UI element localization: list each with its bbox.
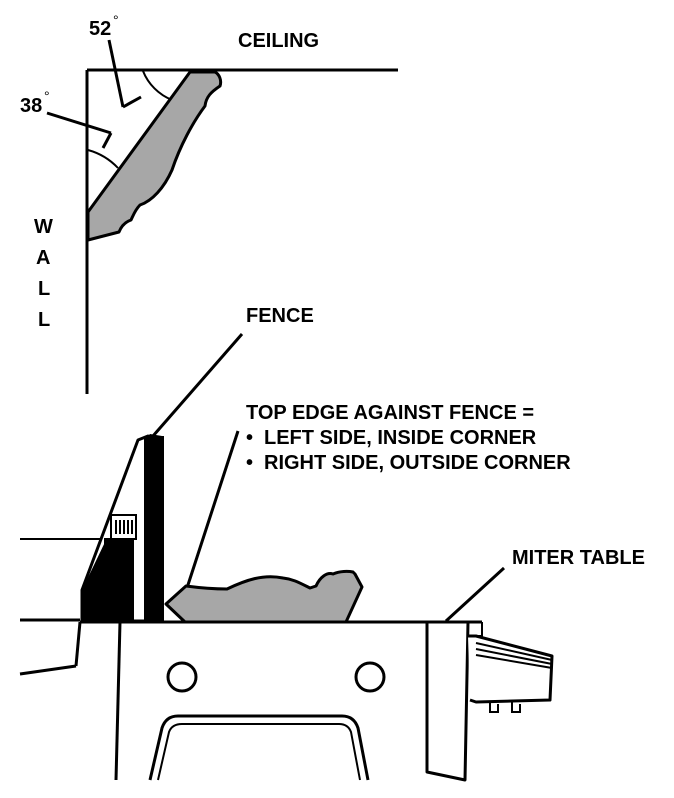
leader-52-tip xyxy=(122,95,142,109)
base-arch-outer xyxy=(148,714,370,781)
leader-38-tip xyxy=(101,132,113,149)
base-left-edge xyxy=(74,621,82,667)
miter-table-label: MITER TABLE xyxy=(512,547,645,569)
note-leader xyxy=(184,430,240,592)
table-right-step xyxy=(468,622,483,637)
note-item-2: RIGHT SIDE, OUTSIDE CORNER xyxy=(264,452,571,474)
right-extension-lower xyxy=(489,702,521,713)
saw-base-body xyxy=(20,622,123,780)
base-left-front xyxy=(114,621,122,781)
wall-letter-2: A xyxy=(36,247,50,269)
fence-post xyxy=(144,436,164,622)
wall-letter-4: L xyxy=(38,309,50,331)
right-extension-housing xyxy=(468,634,554,704)
fence-block xyxy=(104,538,134,622)
degree-mark-38: ° xyxy=(44,88,50,104)
molding-on-table xyxy=(164,569,364,624)
angle-arc-38 xyxy=(87,149,119,169)
crown-molding-profile xyxy=(86,70,223,242)
fence-label: FENCE xyxy=(246,305,314,327)
fence-post-top xyxy=(144,434,164,440)
note-bullet-2: • xyxy=(246,452,253,474)
base-left-foot xyxy=(19,664,77,676)
angle-label-38: 38 xyxy=(20,95,42,117)
base-right-bracket xyxy=(425,621,470,782)
wall-label: W A L L xyxy=(34,216,53,331)
wall-letter-1: W xyxy=(34,216,53,238)
saw-fence-assembly xyxy=(80,434,164,623)
angle-arc-52 xyxy=(142,70,173,101)
base-hole-right xyxy=(354,661,386,693)
ceiling-label: CEILING xyxy=(238,30,319,52)
wall-ceiling-corner xyxy=(85,68,398,394)
miter-table-leader xyxy=(444,566,506,623)
wall-letter-3: L xyxy=(38,278,50,300)
leader-38 xyxy=(46,111,112,135)
note-title: TOP EDGE AGAINST FENCE = xyxy=(246,402,534,424)
note-bullet-1: • xyxy=(246,427,253,449)
degree-mark-52: ° xyxy=(113,12,119,28)
fence-left-shadow xyxy=(82,540,106,621)
right-extension-rails xyxy=(475,642,553,669)
base-arch-inner xyxy=(157,723,361,781)
leader-52 xyxy=(107,39,125,108)
fence-leader xyxy=(151,333,244,437)
angle-label-52: 52 xyxy=(89,18,111,40)
note-item-1: LEFT SIDE, INSIDE CORNER xyxy=(264,427,537,449)
fence-knob-grip xyxy=(115,520,133,534)
base-hole-left xyxy=(166,661,198,693)
